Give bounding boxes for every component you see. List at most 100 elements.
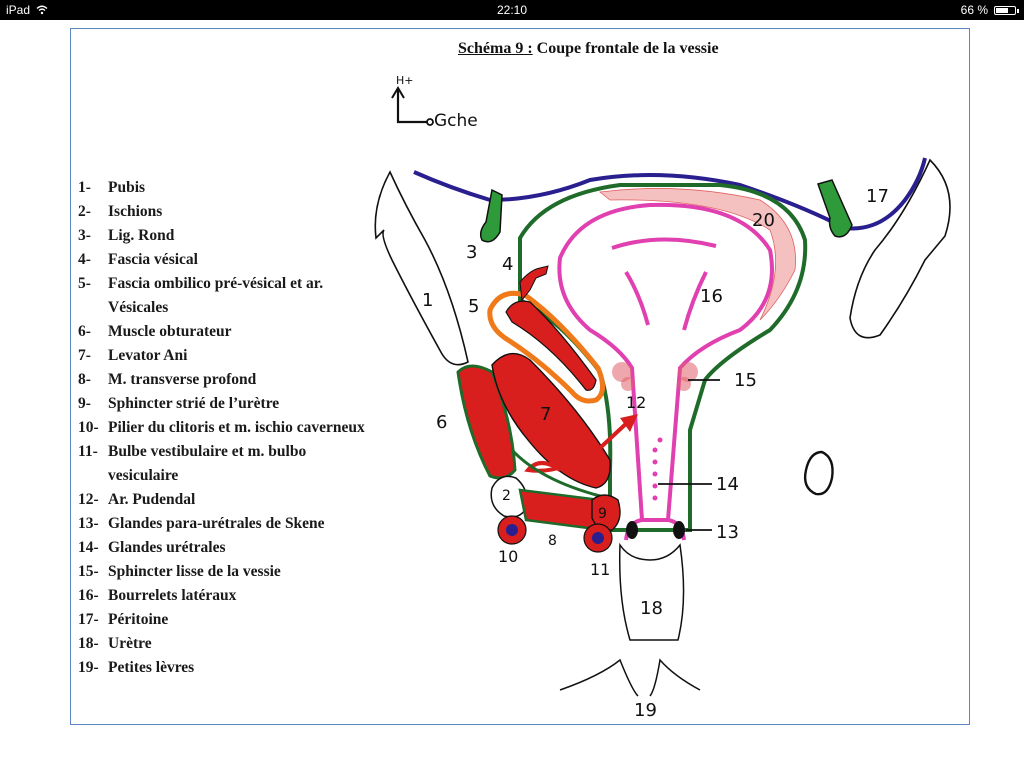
legend-number: 8- xyxy=(78,371,91,388)
legend-number: 3- xyxy=(78,227,91,244)
legend-number: 11- xyxy=(78,443,98,460)
battery-percent: 66 % xyxy=(960,3,988,17)
orientation-marker: H+ Gche xyxy=(391,74,478,131)
legend-text: Lig. Rond xyxy=(108,227,175,244)
label-1: 1 xyxy=(422,290,433,311)
label-18: 18 xyxy=(640,598,663,619)
legend-number: 9- xyxy=(78,395,91,412)
pelvic-fascia-lower xyxy=(510,448,612,498)
legend-number: 4- xyxy=(78,251,91,268)
legend-item: 11- Bulbe vestibulaire et m. bulbo vesicu… xyxy=(78,440,378,488)
legend-item: 14-Glandes urétrales xyxy=(78,536,378,560)
skene-gland-left xyxy=(626,521,638,539)
pubis-right xyxy=(849,158,951,339)
legend-item: 9- Sphincter strié de l’urètre xyxy=(78,392,378,416)
label-19: 19 xyxy=(634,700,657,721)
levator-ani xyxy=(491,352,611,489)
legend-text: Urètre xyxy=(108,635,152,652)
skene-gland-right xyxy=(673,521,685,539)
bourrelet-left xyxy=(624,270,650,326)
legend-text: Glandes para-urétrales de Skene xyxy=(108,515,325,532)
title-text: Coupe frontale de la vessie xyxy=(532,40,719,57)
legend-number: 19- xyxy=(78,659,99,676)
legend-text: Ar. Pudendal xyxy=(108,491,196,508)
legend-text: Ischions xyxy=(108,203,163,220)
vesical-artery-branch xyxy=(519,265,549,302)
legend-text: Bourrelets latéraux xyxy=(108,587,237,604)
device-name: iPad xyxy=(6,3,31,17)
urethral-glands xyxy=(652,437,663,501)
clitoral-crus xyxy=(497,515,527,545)
label-17: 17 xyxy=(866,186,889,207)
smooth-sphincter xyxy=(612,362,698,391)
legend-number: 6- xyxy=(78,323,91,340)
legend-text: Sphincter strié de l’urètre xyxy=(108,395,280,412)
legend-item: 7- Levator Ani xyxy=(78,344,378,368)
legend-item: 10- Pilier du clitoris et m. ischio caver… xyxy=(78,416,378,440)
legend-number: 18- xyxy=(78,635,99,652)
legend-item: 5- Fascia ombilico pré-vésical et ar. Vés… xyxy=(78,272,378,320)
label-3: 3 xyxy=(466,242,477,263)
title-prefix: Schéma 9 : xyxy=(458,40,533,57)
legend-text: Pilier du clitoris et m. ischio caverneu… xyxy=(108,419,365,436)
label-11: 11 xyxy=(590,560,610,579)
legend-item: 16- Bourrelets latéraux xyxy=(78,584,378,608)
pubis-left xyxy=(374,170,469,366)
legend-number: 13- xyxy=(78,515,99,532)
legend-number: 7- xyxy=(78,347,91,364)
legend-item: 18- Urètre xyxy=(78,632,378,656)
labia-minora xyxy=(559,658,701,697)
label-8: 8 xyxy=(548,533,557,549)
vestibular-bulb xyxy=(583,523,613,553)
legend-item: 12- Ar. Pudendal xyxy=(78,488,378,512)
legend-item: 13- Glandes para-urétrales de Skene xyxy=(78,512,378,536)
legend-number: 17- xyxy=(78,611,99,628)
legend-text: Pubis xyxy=(108,179,146,196)
wifi-icon xyxy=(36,5,48,15)
leader-lines xyxy=(658,379,720,531)
legend-item: 1- Pubis xyxy=(78,176,378,200)
round-ligament-left xyxy=(479,188,503,243)
legend-text: Sphincter lisse de la vessie xyxy=(108,563,281,580)
label-2: 2 xyxy=(502,488,511,504)
clock: 22:10 xyxy=(496,3,528,17)
legend-item: 6-Muscle obturateur xyxy=(78,320,378,344)
legend-number: 16- xyxy=(78,587,99,604)
legend-item: 4- Fascia vésical xyxy=(78,248,378,272)
legend-text: Péritoine xyxy=(108,611,169,628)
legend-text: Levator Ani xyxy=(108,347,188,364)
label-6: 6 xyxy=(436,412,447,433)
legend-item: 15- Sphincter lisse de la vessie xyxy=(78,560,378,584)
obturator-muscle xyxy=(456,364,517,480)
label-10: 10 xyxy=(498,547,518,566)
pudendal-artery xyxy=(524,418,632,473)
legend-text: Bulbe vestibulaire et m. bulbo vesiculai… xyxy=(108,443,307,484)
legend-number: 12- xyxy=(78,491,99,508)
legend-item: 19-Petites lèvres xyxy=(78,656,378,680)
legend-text: Fascia ombilico pré-vésical et ar. Vésic… xyxy=(108,275,324,316)
label-15: 15 xyxy=(734,370,757,391)
label-7: 7 xyxy=(540,404,551,425)
legend-text: Fascia vésical xyxy=(108,251,198,268)
label-9: 9 xyxy=(598,506,607,522)
label-14: 14 xyxy=(716,474,739,495)
legend-number: 1- xyxy=(78,179,91,196)
legend-item: 2-Ischions xyxy=(78,200,378,224)
legend-item: 17- Péritoine xyxy=(78,608,378,632)
legend-number: 10- xyxy=(78,419,99,436)
urethra xyxy=(618,542,685,641)
orientation-up-label: H+ xyxy=(396,74,414,87)
legend-number: 15- xyxy=(78,563,99,580)
legend-number: 14- xyxy=(78,539,99,556)
orientation-side-label: Gche xyxy=(434,111,478,131)
legend-text: M. transverse profond xyxy=(108,371,257,388)
legend-item: 3- Lig. Rond xyxy=(78,224,378,248)
label-20: 20 xyxy=(752,210,775,231)
bourrelet-right xyxy=(682,271,708,331)
legend-number: 5- xyxy=(78,275,91,292)
label-4: 4 xyxy=(502,254,513,275)
legend-list: 1- Pubis 2-Ischions 3- Lig. Rond 4- Fascia vés… xyxy=(78,176,378,680)
round-ligament-right xyxy=(817,179,853,238)
pudendal-artery-arrowhead xyxy=(620,414,638,432)
